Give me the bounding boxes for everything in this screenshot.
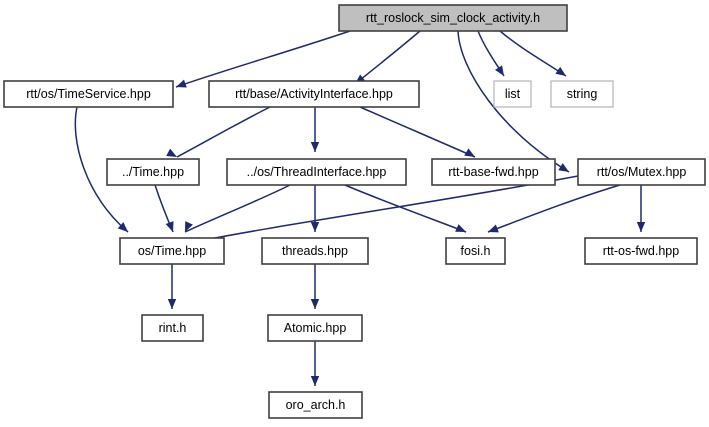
node-threads[interactable]: threads.hpp (261, 237, 369, 265)
arrowhead-timeservice (176, 79, 187, 88)
arrowhead-atomic (310, 299, 320, 309)
arrowhead-osfwd (636, 222, 646, 232)
edge-root-to-string (499, 30, 567, 77)
node-box-threads (261, 237, 369, 265)
arrowhead-string (555, 66, 566, 76)
edge-mutex-to-ostime (189, 175, 579, 244)
arrowhead-oroarch (310, 376, 320, 386)
node-box-root (338, 4, 568, 32)
node-box-list (493, 80, 532, 108)
arrowhead-ostime_a (117, 222, 128, 232)
arrowhead-threadiface (310, 142, 320, 152)
edge-layer (74, 30, 646, 386)
node-label-root: rtt_roslock_sim_clock_activity.h (366, 11, 540, 25)
edge-timeservice-to-ostime (74, 106, 129, 233)
node-box-time_rel (106, 158, 200, 186)
node-fosi[interactable]: fosi.h (445, 237, 506, 265)
node-box-ostime (119, 237, 225, 265)
node-list[interactable]: list (493, 80, 532, 108)
edge-root-to-timeservice (175, 30, 351, 88)
node-box-fosi (445, 237, 506, 265)
node-label-time_rel: ../Time.hpp (122, 165, 184, 179)
arrowhead-fosi_a (455, 224, 466, 232)
node-label-oroarch: oro_arch.h (286, 398, 346, 412)
edge-threadiface-to-ostime (184, 184, 291, 233)
node-box-rint (141, 314, 204, 342)
node-oroarch[interactable]: oro_arch.h (268, 391, 363, 419)
edge-mutex-to-fosi (487, 184, 621, 233)
node-label-activityiface: rtt/base/ActivityInterface.hpp (235, 87, 393, 101)
node-root: rtt_roslock_sim_clock_activity.h (338, 4, 568, 32)
node-label-mutex: rtt/os/Mutex.hpp (597, 165, 687, 179)
edge-threadiface-to-fosi (344, 184, 467, 233)
arrowhead-basefwd (464, 148, 475, 157)
edge-activityiface-to-basefwd (359, 106, 476, 158)
node-box-threadiface (226, 158, 407, 186)
arrowhead-list (495, 65, 504, 76)
node-box-activityiface (208, 80, 420, 108)
node-label-list: list (505, 87, 521, 101)
edge-activityiface-to-time_rel (176, 106, 271, 158)
node-box-basefwd (431, 158, 556, 186)
edge-root-to-mutex (457, 30, 570, 173)
node-box-atomic (267, 314, 363, 342)
node-layer: rtt_roslock_sim_clock_activity.h rtt/os/T… (3, 4, 706, 419)
node-label-timeservice: rtt/os/TimeService.hpp (26, 87, 151, 101)
node-box-mutex (577, 158, 706, 186)
node-ostime[interactable]: os/Time.hpp (119, 237, 225, 265)
edge-root-to-activityiface (354, 30, 421, 85)
arrowhead-mutex (558, 163, 569, 172)
node-label-threads: threads.hpp (282, 244, 348, 258)
arrowhead-ostime_c (185, 221, 193, 232)
arrowhead-time_rel (166, 148, 177, 157)
node-box-timeservice (3, 80, 174, 108)
node-time_rel[interactable]: ../Time.hpp (106, 158, 200, 186)
node-osfwd[interactable]: rtt-os-fwd.hpp (584, 237, 698, 265)
node-label-ostime: os/Time.hpp (138, 244, 206, 258)
node-box-osfwd (584, 237, 698, 265)
arrowhead-ostime_b (165, 221, 174, 232)
arrowhead-rint (167, 299, 177, 309)
arrowhead-fosi_b (488, 224, 499, 233)
node-rint[interactable]: rint.h (141, 314, 204, 342)
node-label-fosi: fosi.h (461, 244, 491, 258)
node-mutex[interactable]: rtt/os/Mutex.hpp (577, 158, 706, 186)
node-string[interactable]: string (550, 80, 614, 108)
node-timeservice[interactable]: rtt/os/TimeService.hpp (3, 80, 174, 108)
node-atomic[interactable]: Atomic.hpp (267, 314, 363, 342)
node-label-string: string (567, 87, 598, 101)
arrowhead-threads (310, 222, 320, 232)
node-label-atomic: Atomic.hpp (284, 321, 347, 335)
node-box-oroarch (268, 391, 363, 419)
node-label-osfwd: rtt-os-fwd.hpp (603, 244, 679, 258)
node-label-threadiface: ../os/ThreadInterface.hpp (247, 165, 387, 179)
node-basefwd[interactable]: rtt-base-fwd.hpp (431, 158, 556, 186)
node-activityiface[interactable]: rtt/base/ActivityInterface.hpp (208, 80, 420, 108)
node-threadiface[interactable]: ../os/ThreadInterface.hpp (226, 158, 407, 186)
node-label-rint: rint.h (159, 321, 187, 335)
node-box-string (550, 80, 614, 108)
node-label-basefwd: rtt-base-fwd.hpp (448, 165, 538, 179)
